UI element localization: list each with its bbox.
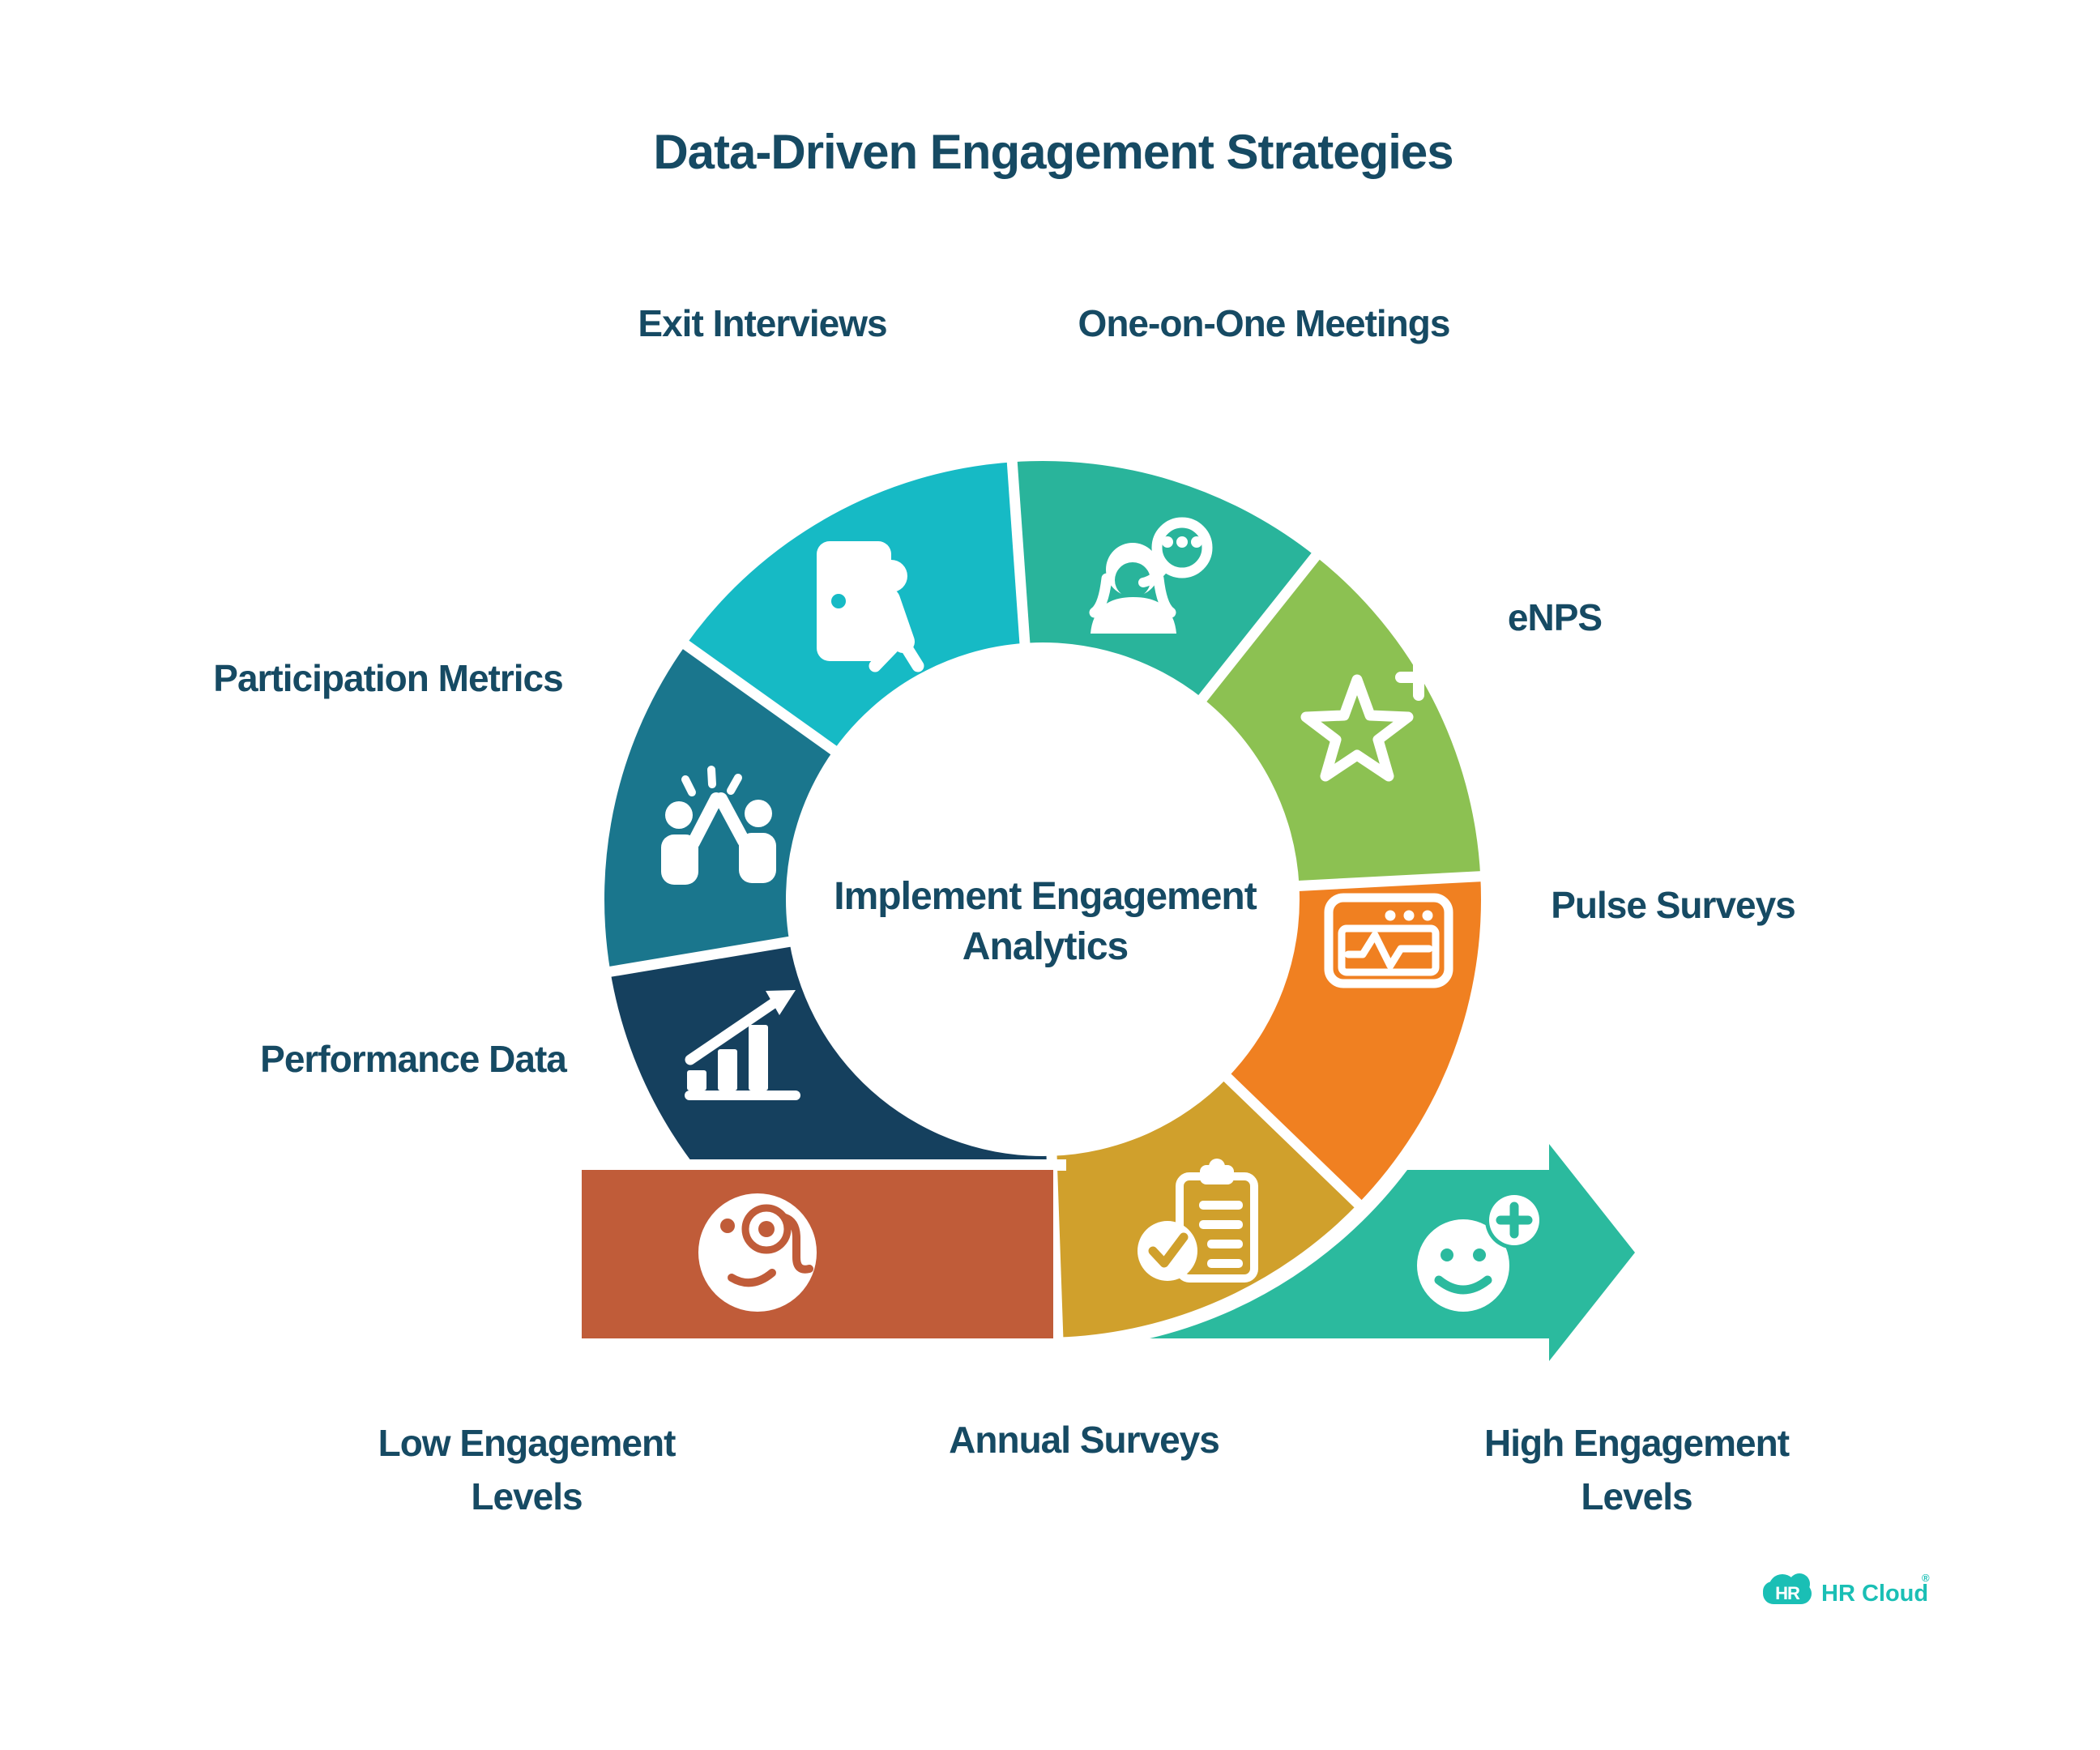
exit-door-icon	[817, 541, 924, 672]
logo-brand-text: HR Cloud	[1821, 1581, 1928, 1607]
star-plus-icon	[1300, 654, 1442, 782]
label-annual-surveys: Annual Surveys	[949, 1419, 1219, 1461]
band-gap	[575, 1159, 1066, 1171]
donut-segment-enps	[1202, 556, 1481, 886]
logo-cloud-icon	[1763, 1573, 1812, 1604]
low-engagement-bar	[582, 1170, 1053, 1338]
center-label-line1: Implement Engagement	[834, 875, 1257, 918]
segment-boundary	[1006, 454, 1031, 649]
donut-segment-pulse-surveys	[1227, 876, 1481, 1204]
label-high-engagement-line1: High Engagement	[1484, 1422, 1790, 1464]
label-high-engagement-line2: Levels	[1581, 1475, 1692, 1517]
smiley-plus-icon	[1417, 1191, 1543, 1312]
label-low-engagement-line1: Low Engagement	[378, 1422, 676, 1464]
pulse-monitor-icon	[1324, 893, 1453, 988]
segment-boundary	[1220, 1070, 1368, 1213]
segment-boundary	[1195, 547, 1325, 706]
label-enps: eNPS	[1508, 596, 1602, 638]
high-five-icon	[661, 766, 776, 885]
label-low-engagement-line2: Levels	[471, 1475, 582, 1517]
label-pulse-surveys: Pulse Surveys	[1551, 884, 1795, 926]
segment-boundary	[602, 935, 796, 979]
label-performance-data: Performance Data	[260, 1038, 567, 1080]
page-title: Data-Driven Engagement Strategies	[653, 125, 1453, 179]
bar-chart-icon	[685, 990, 800, 1100]
label-participation-metrics: Participation Metrics	[213, 657, 562, 699]
label-exit-interviews: Exit Interviews	[638, 302, 886, 344]
logo-reg-mark: ®	[1922, 1572, 1930, 1584]
label-one-on-one-meetings: One-on-One Meetings	[1078, 302, 1450, 344]
hr-cloud-logo: HR HR Cloud®	[1763, 1572, 1930, 1607]
person-chat-icon	[1089, 517, 1213, 634]
sad-monocle-face-icon	[698, 1193, 817, 1312]
logo-badge-text: HR	[1775, 1583, 1800, 1603]
segment-boundary	[677, 636, 841, 758]
center-label-line2: Analytics	[962, 925, 1128, 968]
segment-boundary	[1294, 870, 1488, 892]
clipboard-check-icon	[1138, 1159, 1258, 1283]
